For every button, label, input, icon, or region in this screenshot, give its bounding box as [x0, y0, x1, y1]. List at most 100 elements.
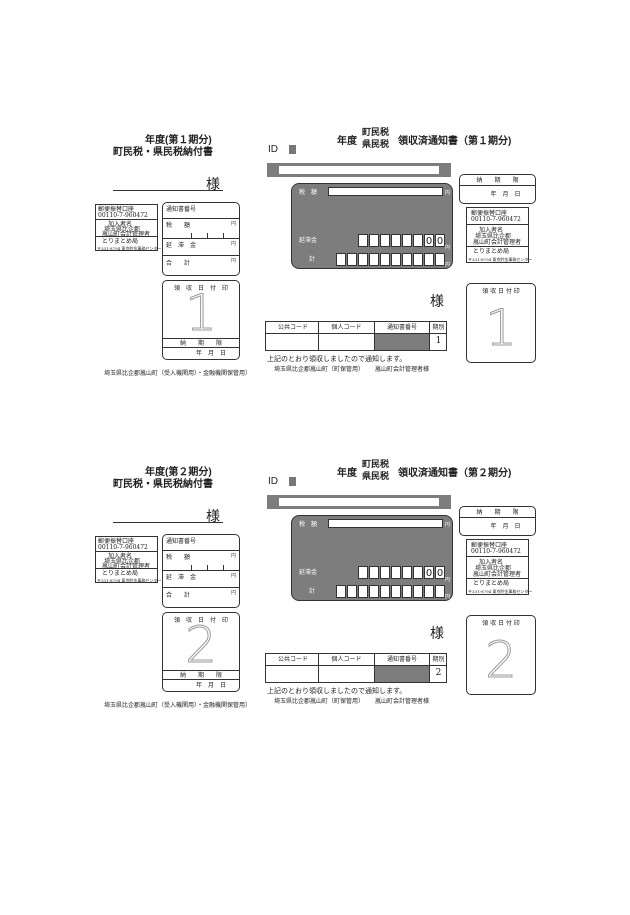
right-late-fee-digit — [402, 566, 412, 579]
right-late-fee-digit — [380, 566, 390, 579]
right-collector-line1: とりまとめ局 — [473, 248, 510, 255]
yen-mark: 円 — [445, 245, 451, 251]
yen-mark: 円 — [231, 590, 237, 596]
left-name-underline — [113, 522, 223, 523]
right-late-fee-digit — [413, 566, 423, 579]
left-member-line1: 加入者名 — [108, 553, 133, 560]
right-deadline-label: 納 期 限 — [476, 509, 519, 516]
divider — [266, 665, 446, 666]
right-title-tax2: 県民税 — [362, 139, 390, 149]
left-member-line1: 加入者名 — [108, 221, 133, 228]
right-total-digit — [435, 585, 445, 598]
right-total-digit — [336, 585, 346, 598]
divider — [429, 322, 430, 350]
left-collector-line2: 〒331-8794 東京貯金事務センター — [97, 246, 162, 251]
left-receipt-stamp-label: 領 収 日 付 印 — [173, 285, 228, 292]
right-title: 領収済通知書（第２期分) — [398, 468, 512, 479]
divider — [374, 322, 375, 350]
yen-mark: 円 — [445, 262, 451, 268]
period-col-value: 2 — [435, 668, 442, 678]
left-footnote: 埼玉県比企郡嵐山町（受入機関用）・金融機関保管用） — [104, 702, 252, 709]
right-collector-line2: 〒331-8794 東京貯金事務センター — [468, 257, 533, 262]
right-total-digit — [369, 585, 379, 598]
right-id-label: ID — [268, 144, 278, 155]
right-footnote-a: 埼玉県比企郡嵐山町（町保管用） — [274, 366, 365, 373]
divider — [96, 551, 157, 552]
left-tax-amount-label: 税 額 — [166, 222, 191, 229]
right-late-fee-digit: 0 — [424, 234, 434, 247]
right-addressee-sama: 様 — [430, 294, 444, 310]
right-account-line1: 郵便振替口座 — [471, 542, 508, 549]
right-received-note: 上記のとおり領収しましたので通知します。 — [267, 355, 407, 363]
left-collector-line1: とりまとめ局 — [102, 238, 139, 245]
divider — [163, 587, 239, 588]
header-cell-bg — [374, 654, 429, 665]
left-name-underline — [113, 190, 223, 191]
right-member-line1: 加入者名 — [479, 227, 504, 234]
right-top-bar-field — [279, 166, 439, 174]
left-deadline-label: 納 期 限 — [179, 672, 222, 679]
left-account-line1: 郵便振替口座 — [98, 206, 135, 213]
right-period-watermark: 1 — [485, 299, 518, 358]
right-total-digit — [413, 253, 423, 266]
divider — [163, 550, 239, 551]
right-late-fee-digit — [380, 234, 390, 247]
divider — [467, 578, 528, 579]
right-total-label: 計 — [309, 588, 316, 595]
right-late-fee-label: 延滞金 — [299, 237, 318, 244]
right-total-digit — [380, 253, 390, 266]
right-total-label: 計 — [309, 256, 316, 263]
header-cell-bg — [374, 322, 429, 333]
period-col-header: 期別 — [432, 656, 445, 663]
left-collector-line1: とりまとめ局 — [102, 570, 139, 577]
left-account-line2: 00110-7-960472 — [98, 544, 148, 551]
left-total-label: 合 計 — [166, 260, 191, 267]
right-total-digit — [358, 253, 368, 266]
divider — [266, 333, 446, 334]
left-total-label: 合 計 — [166, 592, 191, 599]
left-period-watermark: 1 — [185, 284, 218, 343]
divider — [96, 568, 157, 569]
right-late-fee-label: 延滞金 — [299, 569, 318, 576]
divider — [96, 236, 157, 237]
right-footnote-a: 埼玉県比企郡嵐山町（町保管用） — [274, 698, 365, 705]
yen-mark: 円 — [445, 190, 451, 196]
right-addressee-sama: 様 — [430, 626, 444, 642]
divider — [96, 219, 157, 220]
left-collector-line2: 〒331-8794 東京貯金事務センター — [97, 578, 162, 583]
divider — [467, 224, 528, 225]
divider — [163, 570, 239, 571]
divider — [163, 218, 239, 219]
right-late-fee-digit: 0 — [424, 566, 434, 579]
right-account-line2: 00110-7-960472 — [471, 216, 521, 223]
right-total-digit — [402, 253, 412, 266]
left-addressee-sama: 様 — [206, 509, 220, 525]
right-late-fee-digit — [391, 566, 401, 579]
yen-mark: 円 — [231, 221, 237, 227]
left-receipt-stamp-label: 領 収 日 付 印 — [173, 617, 228, 624]
period-col-header: 期別 — [432, 324, 445, 331]
left-deadline-label: 納 期 限 — [179, 340, 222, 347]
right-deadline-date: 年 月 日 — [490, 523, 521, 530]
left-notice-number-label: 通知書番号 — [166, 538, 197, 545]
left-member-line3: 嵐山町会計管理者 — [102, 231, 151, 238]
divider — [163, 238, 239, 239]
digit-tick — [191, 233, 192, 238]
right-late-fee-digit — [369, 234, 379, 247]
right-receipt-stamp-label: 領 収 日 付 印 — [482, 288, 520, 295]
right-late-fee-digit: 0 — [435, 234, 445, 247]
digit-tick — [207, 233, 208, 238]
right-account-line2: 00110-7-960472 — [471, 548, 521, 555]
right-title: 領収済通知書（第１期分) — [398, 136, 512, 147]
right-late-fee-digit — [413, 234, 423, 247]
right-tax-amount-label: 税 額 — [299, 521, 318, 528]
right-deadline-box: 納 期 限年 月 日 — [459, 174, 536, 204]
